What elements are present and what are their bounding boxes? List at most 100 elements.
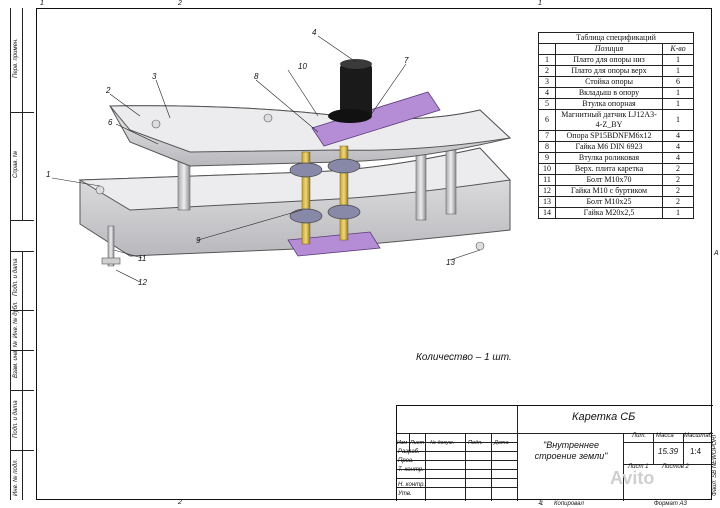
callout-3: 3	[152, 72, 157, 81]
spec-cell-name: Плато для опоры низ	[555, 54, 663, 66]
zone-top-right: 1	[538, 0, 542, 7]
tb-h-list: Лист	[410, 440, 425, 446]
tb-scale: 1:4	[690, 447, 702, 456]
spec-cell-qty: 1	[662, 54, 694, 66]
strip-label-podp2: Подп. и дата	[13, 400, 19, 438]
zone-right-a: A	[714, 250, 719, 257]
spec-cell-qty: 1	[662, 109, 694, 131]
spec-cell-name: Болт M10x25	[555, 196, 663, 208]
spec-cell-name: Гайка M10 с буртиком	[555, 185, 663, 197]
tb-page-num: 1	[540, 501, 544, 507]
spec-cell-qty: 2	[662, 196, 694, 208]
spec-cell-n: 9	[538, 152, 556, 164]
spec-cell-name: Магнитный датчик LJ12A3-4-Z_BY	[555, 109, 663, 131]
upper-plate	[108, 105, 512, 167]
strip-label-sprav: Справ. №	[13, 150, 19, 178]
tb-sheet: Лист 1	[628, 464, 649, 470]
spec-cell-n: 13	[538, 196, 556, 208]
spec-cell-name: Гайка M20x2,5	[555, 207, 663, 219]
spec-cell-name: Опора SP15BDNFM6x12	[555, 130, 663, 142]
watermark: Avito	[610, 468, 655, 488]
spec-cell-name: Втулка опорная	[555, 98, 663, 110]
tb-role-utv: Утв.	[398, 491, 412, 497]
spec-title: Таблица спецификаций	[538, 32, 694, 44]
leader-lines	[51, 35, 481, 283]
spec-cell-qty: 4	[662, 152, 694, 164]
spec-cell-qty: 4	[662, 141, 694, 153]
spec-cell-qty: 1	[662, 98, 694, 110]
tb-h-izm: Изм	[397, 440, 408, 446]
strip-label-perv: Перв. примен.	[13, 38, 19, 78]
spec-cell-qty: 6	[662, 76, 694, 88]
spec-col-position: Позиция	[555, 43, 663, 55]
callout-8: 8	[254, 72, 259, 81]
spec-cell-qty: 2	[662, 163, 694, 175]
tb-h-data: Дата	[494, 440, 509, 446]
spec-cell-name: Втулка роликовая	[555, 152, 663, 164]
spec-cell-qty: 1	[662, 65, 694, 77]
callout-7: 7	[404, 56, 409, 65]
tb-format: Формат A3	[654, 501, 687, 507]
tb-mass: 15.39	[658, 447, 679, 456]
tb-h-doc: № докум.	[430, 440, 455, 446]
drawing-title: Каретка СБ	[572, 411, 636, 423]
callout-9: 9	[196, 236, 201, 245]
spec-cell-n: 8	[538, 141, 556, 153]
tb-scale-label: Масштаб	[684, 433, 713, 439]
spec-cell-qty: 4	[662, 130, 694, 142]
spec-cell-n: 1	[538, 54, 556, 66]
zone-top-left: 1	[40, 0, 44, 7]
spec-cell-name: Плато для опоры верх	[555, 65, 663, 77]
spec-cell-n: 11	[538, 174, 556, 186]
spec-cell-name: Гайка M6 DIN 6923	[555, 141, 663, 153]
strip-label-inv-podl: Инв. № подл.	[13, 458, 19, 496]
tb-sheets: Листов 2	[662, 464, 689, 470]
tb-role-razrab: Разраб.	[398, 449, 420, 455]
spec-cell-n: 5	[538, 98, 556, 110]
tb-mass-label: Масса	[656, 433, 674, 439]
zone-top-mid: 2	[178, 0, 182, 7]
spec-cell-name: Верх. плита каретка	[555, 163, 663, 175]
drawing-frame	[36, 8, 712, 500]
spec-cell-qty: 2	[662, 185, 694, 197]
spec-cell-n: 4	[538, 87, 556, 99]
spec-cell-name: Вкладыш в опору	[555, 87, 663, 99]
callout-2: 2	[106, 86, 111, 95]
spec-cell-qty: 1	[662, 207, 694, 219]
spec-cell-n: 14	[538, 207, 556, 219]
tb-h-podp: Подп.	[468, 440, 483, 446]
spec-cell-qty: 2	[662, 174, 694, 186]
callout-6: 6	[108, 118, 113, 127]
callout-13: 13	[446, 258, 455, 267]
spec-cell-n: 6	[538, 109, 556, 131]
spec-cell-n: 12	[538, 185, 556, 197]
tb-role-nkontr: Н. контр.	[398, 482, 426, 488]
spec-cell-name: Стойка опоры	[555, 76, 663, 88]
callout-1: 1	[46, 170, 51, 179]
callout-11: 11	[138, 254, 147, 263]
callout-12: 12	[138, 278, 147, 287]
spec-cell-n: 2	[538, 65, 556, 77]
strip-label-vzam: Взам. инв. №	[13, 340, 19, 378]
spec-col-qty: К-во	[662, 43, 694, 55]
callout-4: 4	[312, 28, 317, 37]
spec-cell-name: Болт M10x70	[555, 174, 663, 186]
spec-cell-qty: 1	[662, 87, 694, 99]
tb-file: Файл: SB NEWOPORI	[712, 434, 718, 496]
strip-label-inv-dubl: Инв. № дубл.	[13, 301, 19, 338]
quantity-note: Количество – 1 шт.	[416, 352, 512, 363]
